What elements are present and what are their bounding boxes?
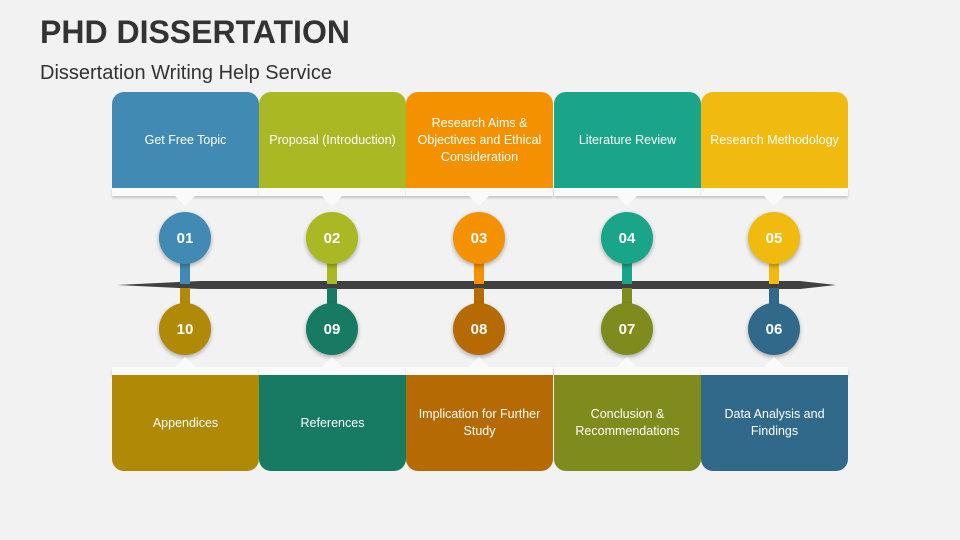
step-number-circle: 05 [748, 212, 800, 264]
pointer-up [764, 357, 784, 367]
pointer-down [764, 196, 784, 206]
step-box-top: Proposal (Introduction) [259, 92, 406, 188]
step-box-bottom: Implication for Further Study [406, 375, 553, 471]
box-strip [259, 367, 406, 375]
step-box-bottom: Conclusion & Recommendations [554, 375, 701, 471]
step-box-top: Get Free Topic [112, 92, 259, 188]
connector-stem [769, 288, 779, 310]
connector-stem [769, 262, 779, 284]
connector-stem [180, 288, 190, 310]
pointer-down [322, 196, 342, 206]
step-number-circle: 06 [748, 303, 800, 355]
box-strip [112, 367, 259, 375]
step-box-bottom: Data Analysis and Findings [701, 375, 848, 471]
connector-stem [622, 262, 632, 284]
box-strip [112, 188, 259, 196]
connector-stem [327, 262, 337, 284]
step-box-bottom: Appendices [112, 375, 259, 471]
pointer-down [617, 196, 637, 206]
step-box-top: Literature Review [554, 92, 701, 188]
connector-stem [474, 262, 484, 284]
box-strip [259, 188, 406, 196]
connector-stem [474, 288, 484, 310]
pointer-up [617, 357, 637, 367]
box-strip [554, 367, 701, 375]
connector-stem [622, 288, 632, 310]
step-number-circle: 02 [306, 212, 358, 264]
step-number-circle: 01 [159, 212, 211, 264]
connector-stem [180, 262, 190, 284]
step-box-top: Research Aims & Objectives and Ethical C… [406, 92, 553, 188]
step-number-circle: 09 [306, 303, 358, 355]
box-strip [554, 188, 701, 196]
pointer-down [469, 196, 489, 206]
pointer-up [175, 357, 195, 367]
connector-stem [327, 288, 337, 310]
step-box-bottom: References [259, 375, 406, 471]
pointer-up [322, 357, 342, 367]
pointer-up [469, 357, 489, 367]
box-strip [701, 188, 848, 196]
step-number-circle: 07 [601, 303, 653, 355]
box-strip [406, 188, 553, 196]
box-strip [701, 367, 848, 375]
pointer-down [175, 196, 195, 206]
step-number-circle: 04 [601, 212, 653, 264]
slide-title: PHD DISSERTATION [40, 14, 350, 50]
step-number-circle: 10 [159, 303, 211, 355]
step-number-circle: 08 [453, 303, 505, 355]
step-number-circle: 03 [453, 212, 505, 264]
slide-subtitle: Dissertation Writing Help Service [40, 62, 332, 84]
step-box-top: Research Methodology [701, 92, 848, 188]
box-strip [406, 367, 553, 375]
